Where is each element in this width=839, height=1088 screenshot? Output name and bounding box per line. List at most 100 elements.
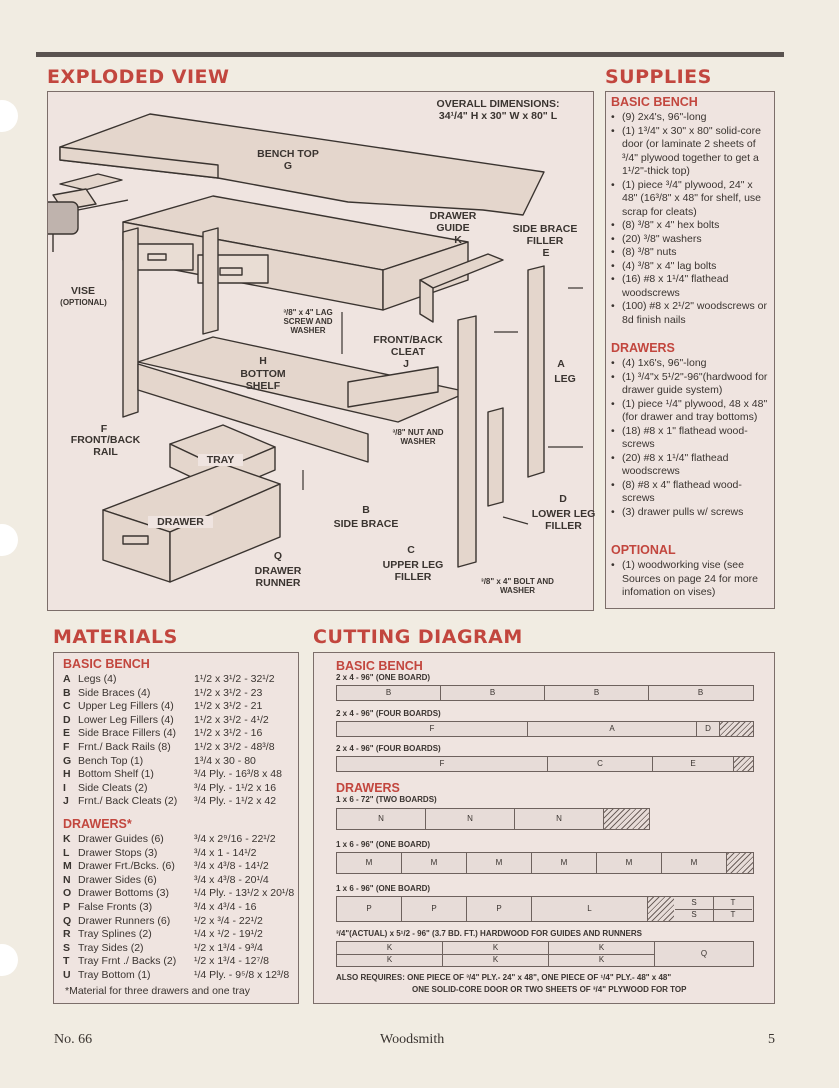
lower-leg-filler-label: LOWER LEG FILLER	[531, 508, 596, 532]
segment: M	[662, 853, 727, 873]
board-d4: K K K K K K Q	[336, 941, 754, 967]
segment: F	[337, 757, 548, 771]
side-brace-filler-label: SIDE BRACE FILLER	[512, 223, 578, 247]
part-dimensions: ³/4 Ply. - 16³/8 x 48	[194, 768, 282, 781]
part-dimensions: ³/4 x 4³/8 - 14¹/2	[194, 860, 269, 873]
segment: K	[549, 954, 655, 966]
part-letter: S	[63, 941, 71, 954]
segment: Q	[700, 949, 708, 958]
segment: M	[597, 853, 662, 873]
part-letter: B	[63, 686, 71, 699]
part-dimensions: 1¹/2 x 3¹/2 - 48³/8	[194, 741, 275, 753]
part-dimensions: 1¹/2 x 3¹/2 - 4¹/2	[194, 713, 269, 726]
segment: P	[337, 897, 402, 921]
also-requires-line-1: ALSO REQUIRES: ONE PIECE OF ³/4" PLY.- 2…	[336, 973, 672, 982]
board-label: 2 x 4 - 96" (ONE BOARD)	[336, 673, 431, 682]
bolt-washer-label: ³/8" x 4" BOLT AND WASHER	[481, 577, 554, 595]
supplies-basic-bench-heading: BASIC BENCH	[611, 95, 698, 109]
part-name: Bench Top (1)	[78, 754, 144, 767]
list-item: (8) #8 x 4" flathead wood-screws	[610, 479, 770, 506]
board-d2: M M M M M M	[336, 852, 754, 874]
list-item: (20) #8 x 1¹/4" flathead woodscrews	[610, 452, 770, 479]
part-letter: T	[63, 955, 70, 968]
segment: P	[467, 897, 532, 921]
part-letter: E	[63, 727, 71, 740]
part-name: False Fronts (3)	[78, 901, 153, 913]
part-name: Drawer Guides (6)	[78, 833, 164, 845]
supplies-basic-bench-list: (9) 2x4's, 96"-long (1) 1³/4" x 30" x 80…	[610, 111, 770, 327]
board-d3: P P P L S T S T	[336, 896, 754, 922]
part-name: Drawer Sides (6)	[78, 873, 157, 886]
part-name: Upper Leg Fillers (4)	[78, 700, 174, 713]
segment: M	[337, 853, 402, 873]
bottom-shelf-id: H	[259, 355, 267, 367]
part-letter: N	[63, 873, 71, 886]
waste-hatch	[720, 722, 753, 736]
drawer-guide-id: K	[454, 234, 462, 246]
part-name: Bottom Shelf (1)	[78, 768, 154, 781]
leg-label: LEG	[554, 373, 576, 385]
materials-basic-bench-heading: BASIC BENCH	[63, 657, 150, 671]
drawer-guide-label: DRAWER GUIDE	[429, 210, 477, 234]
part-letter: F	[63, 741, 70, 753]
segment: T	[730, 910, 736, 919]
part-letter: C	[63, 700, 71, 713]
waste-hatch	[648, 897, 674, 921]
side-brace-filler-id: E	[542, 247, 550, 259]
part-name: Tray Splines (2)	[78, 928, 152, 941]
part-dimensions: ³/4 Ply. - 1¹/2 x 42	[194, 795, 277, 808]
vise-label: VISE	[71, 285, 95, 297]
supplies-drawers-list: (4) 1x6's, 96"-long (1) ³/4"x 5¹/2"-96"(…	[610, 357, 770, 519]
segment: C	[548, 757, 653, 771]
part-name: Tray Frnt ./ Backs (2)	[78, 955, 177, 968]
publication-name: Woodsmith	[380, 1032, 445, 1047]
lower-leg-filler-id: D	[559, 493, 567, 505]
board-b1: B B B B	[336, 685, 754, 701]
segment: P	[402, 897, 467, 921]
supplies-title: SUPPLIES	[605, 66, 712, 88]
segment: T	[714, 897, 752, 910]
upper-leg-filler-label: UPPER LEG FILLER	[382, 559, 444, 583]
overall-dimensions-label: OVERALL DIMENSIONS:	[436, 98, 560, 110]
segment: F	[337, 722, 528, 736]
list-item: (18) #8 x 1" flathead wood-screws	[610, 425, 770, 452]
bench-top-label: BENCH TOP	[257, 148, 319, 160]
part-letter: D	[63, 713, 71, 726]
part-dimensions: ¹/4 x ¹/2 - 19¹/2	[194, 928, 263, 941]
list-item: (1) 1³/4" x 30" x 80" solid-core door (o…	[610, 125, 770, 179]
front-back-rail-id: F	[100, 423, 108, 435]
part-letter: U	[63, 969, 71, 981]
part-dimensions: 1¹/2 x 3¹/2 - 21	[194, 700, 263, 713]
front-back-rail-label: FRONT/BACK RAIL	[70, 434, 141, 458]
bench-illustration	[48, 113, 583, 583]
tray-label: TRAY	[198, 454, 243, 466]
part-name: Side Cleats (2)	[78, 781, 148, 794]
part-letter: K	[63, 833, 71, 845]
part-name: Drawer Frt./Bcks. (6)	[78, 860, 175, 873]
part-letter: G	[63, 754, 72, 767]
list-item: (1) ³/4"x 5¹/2"-96"(hardwood for drawer …	[610, 371, 770, 398]
waste-hatch	[604, 809, 649, 829]
part-dimensions: ³/4 x 4³/8 - 20¹/4	[194, 873, 269, 886]
list-item: (4) 1x6's, 96"-long	[610, 357, 770, 371]
overall-dimensions-value: 34¹/4" H x 30" W x 80" L	[438, 110, 558, 122]
segment: A	[528, 722, 697, 736]
segment: K	[549, 942, 655, 955]
board-label: 2 x 4 - 96" (FOUR BOARDS)	[336, 744, 441, 753]
part-letter: R	[63, 928, 71, 941]
part-dimensions: ³/4 x 1 - 14¹/2	[194, 846, 257, 859]
part-name: Side Braces (4)	[78, 686, 151, 699]
binder-hole	[0, 100, 18, 132]
part-name: Side Brace Fillers (4)	[78, 727, 177, 740]
part-letter: Q	[63, 914, 72, 927]
segment: K	[443, 954, 549, 966]
list-item: (4) ³/8" x 4" lag bolts	[610, 260, 770, 274]
list-item: (100) #8 x 2¹/2" woodscrews or 8d finish…	[610, 300, 770, 327]
top-rule	[36, 52, 784, 57]
segment: M	[532, 853, 597, 873]
issue-number: No. 66	[54, 1032, 93, 1047]
part-letter: H	[63, 768, 71, 781]
supplies-optional-heading: OPTIONAL	[611, 543, 676, 557]
part-name: Frnt./ Back Cleats (2)	[78, 795, 178, 808]
